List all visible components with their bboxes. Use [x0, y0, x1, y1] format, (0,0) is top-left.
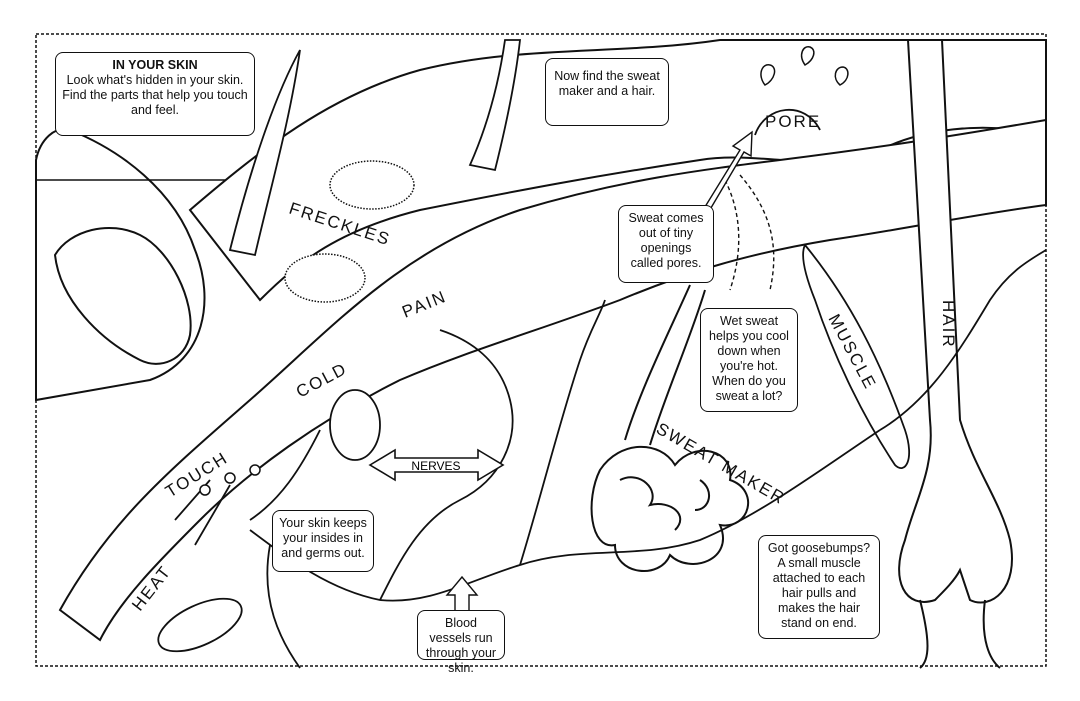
find-callout: Now find the sweat maker and a hair.: [545, 58, 669, 126]
label-pore: PORE: [765, 112, 821, 131]
nerves-arrow-label: NERVES: [368, 448, 505, 482]
label-hair: HAIR: [939, 300, 958, 349]
wet-sweat-callout: Wet sweat helps you cool down when you'r…: [700, 308, 798, 412]
freckle-upper: [329, 160, 415, 210]
goosebumps-callout: Got goosebumps? A small muscle attached …: [758, 535, 880, 639]
hair-follicle: [898, 39, 1013, 669]
pores-callout: Sweat comes out of tiny openings called …: [618, 205, 714, 283]
finger-icon: [35, 128, 250, 402]
sweat-drop-icon: [760, 64, 776, 86]
muscle-icon: [802, 243, 910, 469]
sweat-gland: [590, 174, 775, 572]
arrow-icon: [445, 575, 479, 613]
nerve-ending-icon: [157, 389, 381, 653]
freckle-lower: [284, 253, 366, 303]
pore: [754, 46, 849, 136]
hair-strand-icon: [468, 39, 522, 172]
blood-callout: Blood vessels run through your skin.: [417, 610, 505, 675]
label-nerves: NERVES: [411, 459, 460, 473]
sweat-drop-icon: [800, 46, 815, 66]
blood-text: Blood vessels run through your skin.: [425, 616, 497, 675]
intro-text: Look what's hidden in your skin. Find th…: [62, 73, 248, 117]
intro-box: IN YOUR SKIN Look what's hidden in your …: [55, 52, 255, 136]
pores-text: Sweat comes out of tiny openings called …: [628, 211, 704, 270]
insides-callout: Your skin keeps your insides in and germ…: [272, 510, 374, 572]
sweat-drop-icon: [834, 66, 849, 86]
nerve-network: [174, 249, 1047, 669]
insides-text: Your skin keeps your insides in and germ…: [279, 516, 367, 560]
goosebumps-text: Got goosebumps? A small muscle attached …: [767, 541, 871, 630]
hair-strand-icon: [228, 49, 301, 257]
intro-title: IN YOUR SKIN: [112, 58, 198, 72]
find-text: Now find the sweat maker and a hair.: [554, 69, 660, 98]
wet-sweat-text: Wet sweat helps you cool down when you'r…: [709, 314, 789, 403]
